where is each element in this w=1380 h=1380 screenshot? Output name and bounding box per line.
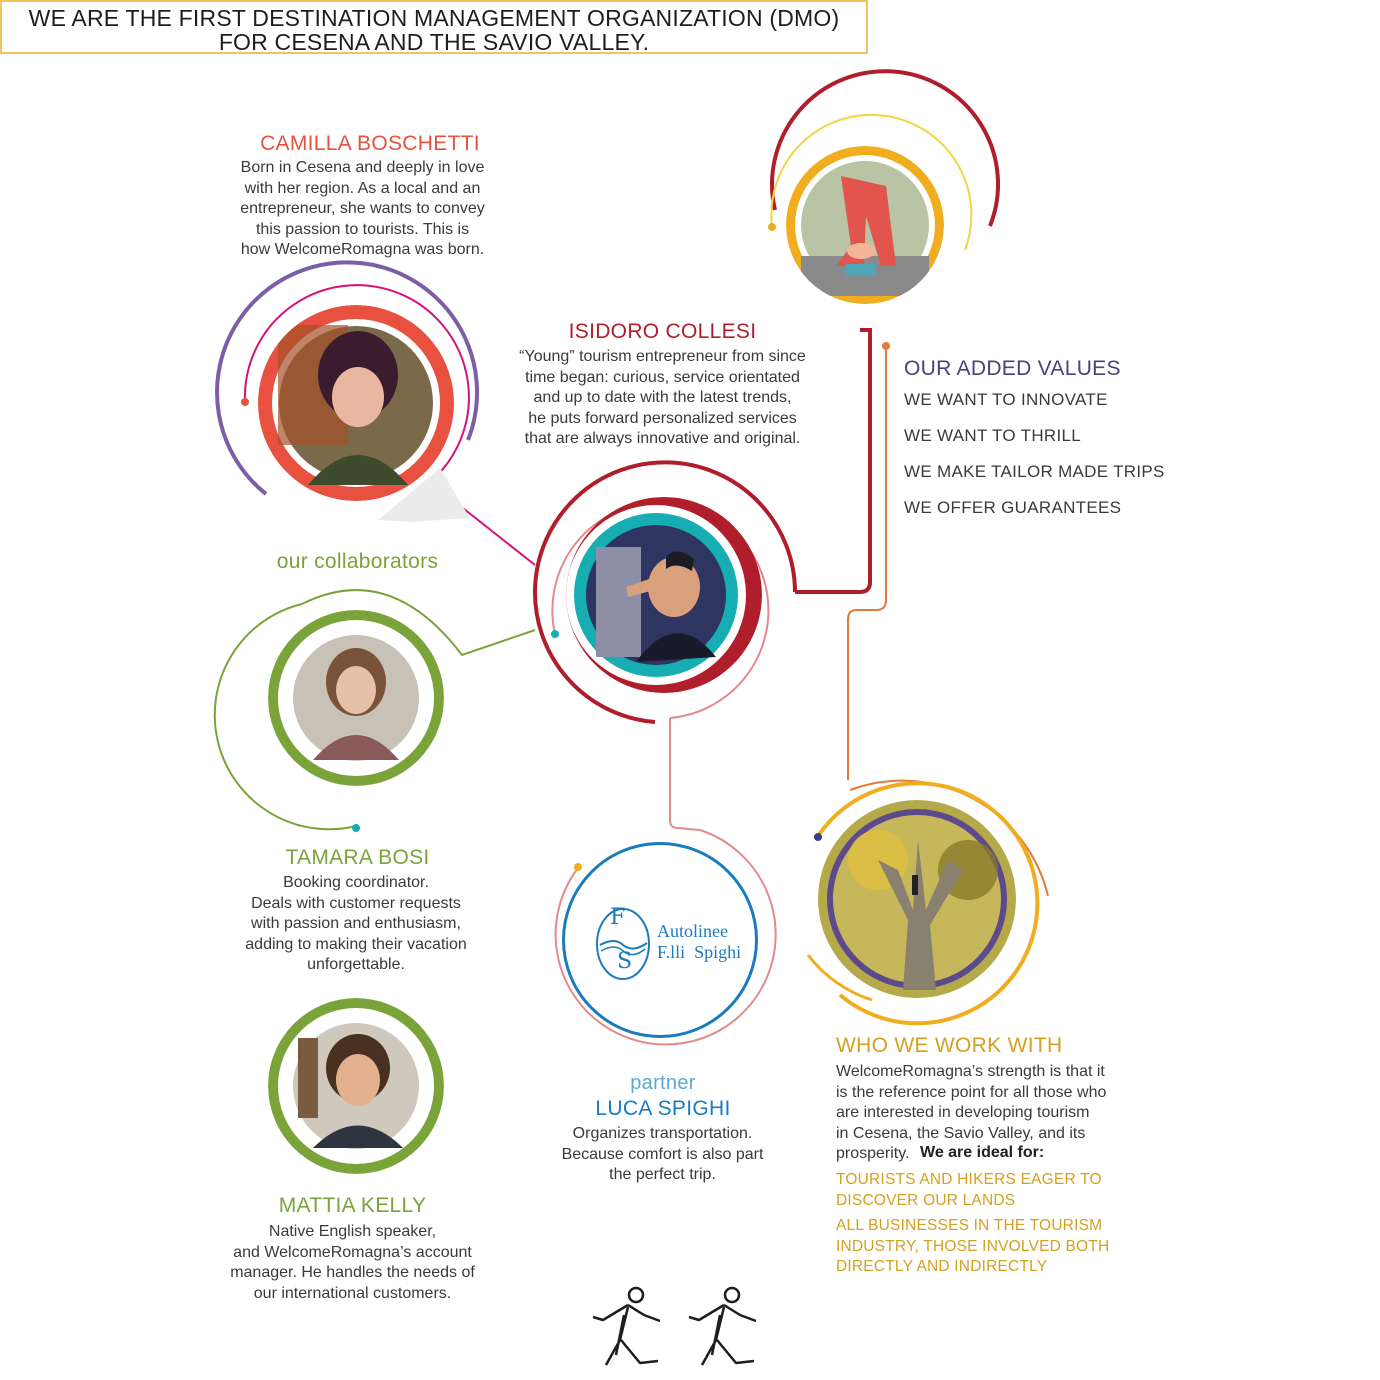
who-target-2: ALL BUSINESSES IN THE TOURISM INDUSTRY, … — [836, 1217, 1110, 1275]
mattia-bio: Native English speaker, and WelcomeRomag… — [230, 1223, 475, 1302]
logo-letter-s: S — [617, 949, 633, 974]
isidoro-bio: “Young” tourism entrepreneur from since … — [519, 348, 806, 447]
camilla-name: CAMILLA BOSCHETTI — [260, 132, 480, 155]
tamara-photo — [268, 610, 444, 786]
banner-line-2: FOR CESENA AND THE SAVIO VALLEY. — [218, 29, 650, 55]
tree-photo — [818, 800, 1016, 998]
added-value-item: WE WANT TO INNOVATE — [904, 390, 1108, 409]
who-target-1: TOURISTS AND HIKERS EAGER TO DISCOVER OU… — [836, 1171, 1102, 1209]
isidoro-outer-arc — [533, 460, 797, 724]
collaborators-title: our collaborators — [276, 550, 439, 573]
walker-icon — [688, 1286, 757, 1366]
mattia-photo — [268, 998, 444, 1174]
logo-letter-f: F — [610, 905, 626, 930]
isidoro-name: ISIDORO COLLESI — [568, 320, 757, 343]
header-banner: WE ARE THE FIRST DESTINATION MANAGEMENT … — [0, 0, 868, 54]
camilla-photo — [258, 305, 454, 501]
camilla-bio: Born in Cesena and deeply in love with h… — [240, 159, 485, 258]
runner-outer-arc — [770, 69, 1001, 227]
luca-arc — [554, 829, 777, 1046]
banner-line-1: WE ARE THE FIRST DESTINATION MANAGEMENT … — [28, 5, 840, 31]
walker-icon — [592, 1286, 661, 1366]
tamara-name: TAMARA BOSI — [285, 846, 430, 869]
luca-name: LUCA SPIGHI — [595, 1097, 731, 1120]
runner-photo — [786, 146, 944, 304]
luca-bio: Organizes transportation. Because comfor… — [561, 1125, 764, 1183]
added-values-title: OUR ADDED VALUES — [904, 357, 1121, 380]
camilla-inner-arc — [243, 284, 470, 483]
spighi-emblem-icon — [596, 908, 650, 980]
luca-label: partner — [630, 1072, 696, 1094]
who-ideal: We are ideal for: — [920, 1144, 1045, 1161]
spighi-logo: F S Autolinee F.lli Spighi — [562, 842, 758, 1038]
runner-inner-arc — [770, 113, 973, 251]
tamara-bio: Booking coordinator. Deals with customer… — [245, 874, 467, 973]
mattia-name: MATTIA KELLY — [278, 1194, 427, 1217]
isidoro-photo — [566, 497, 762, 693]
who-bio: WelcomeRomagna’s strength is that it is … — [836, 1063, 1107, 1162]
added-value-item: WE WANT TO THRILL — [904, 426, 1082, 445]
camilla-outer-arc — [215, 260, 480, 496]
logo-line-1: Autolinee — [657, 921, 728, 941]
added-value-item: WE OFFER GUARANTEES — [904, 498, 1122, 517]
who-title: WHO WE WORK WITH — [836, 1034, 1063, 1057]
added-value-item: WE MAKE TAILOR MADE TRIPS — [904, 462, 1165, 481]
collab-arc — [213, 603, 357, 831]
tree-gold-arc — [816, 781, 1040, 1026]
logo-line-2: F.lli Spighi — [657, 942, 742, 962]
